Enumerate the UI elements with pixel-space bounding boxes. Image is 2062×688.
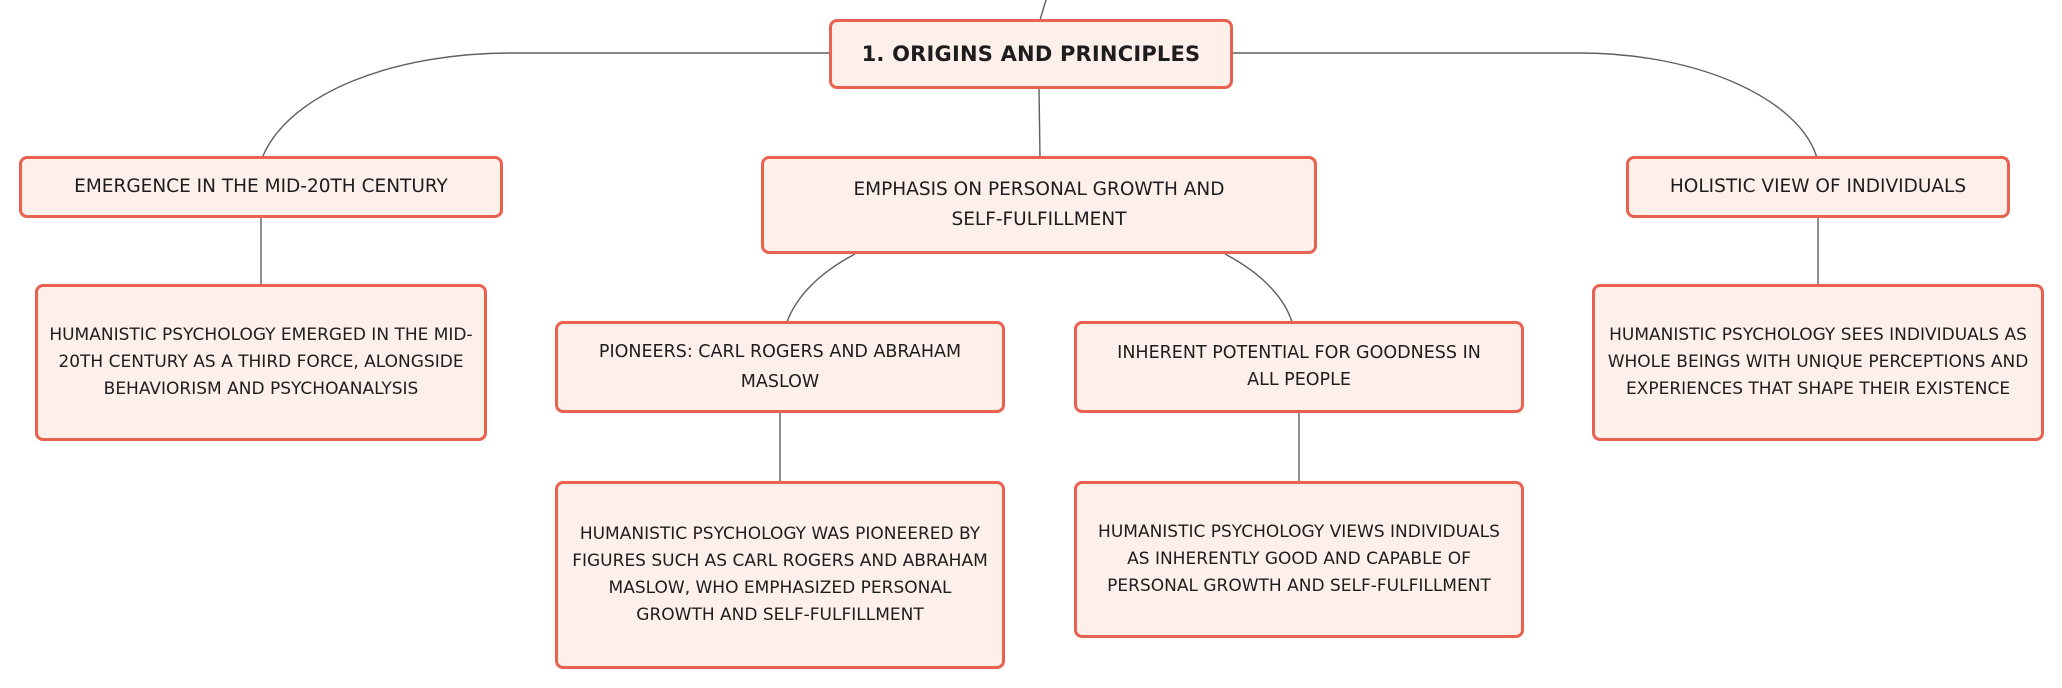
- topic-node-pioneers[interactable]: PIONEERS: CARL ROGERS AND ABRAHAM MASLOW: [555, 321, 1005, 413]
- topic-label: EMPHASIS ON PERSONAL GROWTH AND SELF-FUL…: [853, 179, 1225, 230]
- topic-label: HOLISTIC VIEW OF INDIVIDUALS: [1669, 176, 1967, 197]
- detail-node-emergence[interactable]: HUMANISTIC PSYCHOLOGY EMERGED IN THE MID…: [35, 284, 487, 441]
- topic-node-holistic[interactable]: HOLISTIC VIEW OF INDIVIDUALS: [1626, 156, 2010, 218]
- detail-text: HUMANISTIC PSYCHOLOGY WAS PIONEERED BY F…: [572, 524, 988, 625]
- connector-growth-to-goodness: [1224, 253, 1293, 323]
- topic-label: INHERENT POTENTIAL FOR GOODNESS IN ALL P…: [1117, 343, 1481, 390]
- topic-node-goodness[interactable]: INHERENT POTENTIAL FOR GOODNESS IN ALL P…: [1074, 321, 1524, 413]
- connector-root-to-emergence: [261, 52, 830, 159]
- connector-growth-to-pioneers: [786, 253, 856, 323]
- connector-root-to-parent: [1039, 0, 1047, 21]
- detail-node-pioneers[interactable]: HUMANISTIC PSYCHOLOGY WAS PIONEERED BY F…: [555, 481, 1005, 669]
- detail-text: HUMANISTIC PSYCHOLOGY SEES INDIVIDUALS A…: [1607, 325, 2029, 399]
- detail-node-goodness[interactable]: HUMANISTIC PSYCHOLOGY VIEWS INDIVIDUALS …: [1074, 481, 1524, 638]
- detail-text: HUMANISTIC PSYCHOLOGY VIEWS INDIVIDUALS …: [1098, 522, 1500, 596]
- root-label: 1. ORIGINS AND PRINCIPLES: [861, 42, 1201, 66]
- topic-node-emergence[interactable]: EMERGENCE IN THE MID-20TH CENTURY: [19, 156, 503, 218]
- topic-label: EMERGENCE IN THE MID-20TH CENTURY: [74, 176, 448, 197]
- topic-node-personal-growth[interactable]: EMPHASIS ON PERSONAL GROWTH AND SELF-FUL…: [761, 156, 1317, 254]
- topic-label: PIONEERS: CARL ROGERS AND ABRAHAM MASLOW: [598, 342, 962, 392]
- connector-root-to-holistic: [1232, 52, 1818, 159]
- detail-text: HUMANISTIC PSYCHOLOGY EMERGED IN THE MID…: [49, 325, 473, 399]
- detail-node-holistic[interactable]: HUMANISTIC PSYCHOLOGY SEES INDIVIDUALS A…: [1592, 284, 2044, 441]
- connector-root-to-personal-growth: [1038, 87, 1041, 159]
- root-node[interactable]: 1. ORIGINS AND PRINCIPLES: [829, 19, 1233, 89]
